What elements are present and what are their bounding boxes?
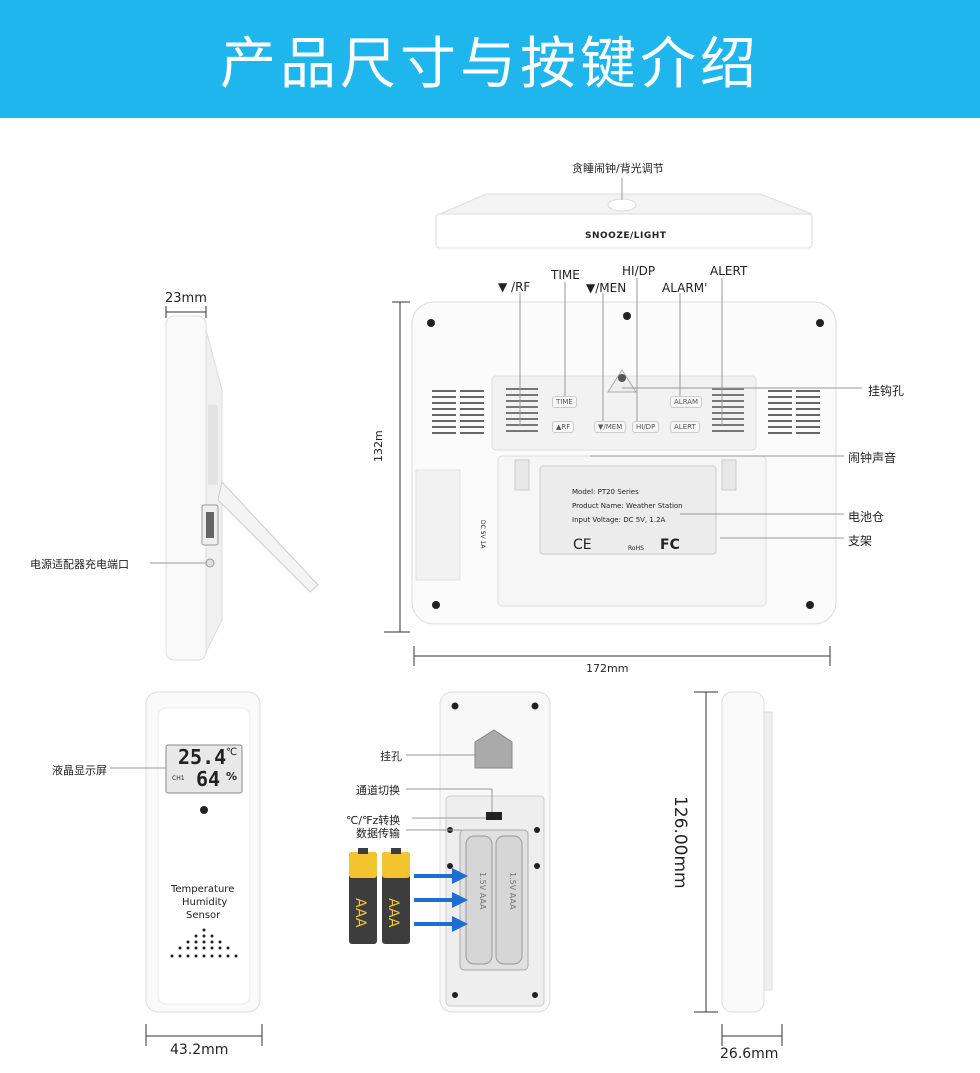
alert-label: ALERT (710, 264, 748, 278)
sensor-depth-dim: 26.6mm (720, 1046, 779, 1062)
stand-callout: 支架 (848, 534, 873, 548)
label-input: Input Voltage: DC 5V, 1.2A (572, 516, 666, 524)
hook-callout: 挂钩孔 (868, 384, 905, 398)
sensor-text-2: Humidity (182, 897, 228, 908)
channel-switch-callout: 通道切换 (356, 784, 400, 797)
sensor-height-dim: 126.00mm (670, 796, 690, 889)
charge-port-callout: 电源适配器充电端口 (30, 558, 129, 571)
snooze-callout: 贪睡闹钟/背光调节 (572, 162, 664, 175)
battery-1 (349, 848, 377, 944)
hang-hole-callout: 挂孔 (380, 750, 402, 763)
rf-label: ▼ /RF (498, 280, 531, 294)
insert-arrows (414, 868, 468, 932)
sensor-temp: 25.4 (178, 745, 227, 769)
sensor-led (200, 806, 208, 814)
top-view-front (435, 213, 813, 249)
battery-callout: 电池仓 (848, 510, 885, 524)
side-width-dim: 23mm (165, 291, 207, 306)
snooze-button-label[interactable]: SNOOZE/LIGHT (585, 231, 667, 241)
dc-port-area (415, 469, 461, 581)
time-button[interactable]: TIME (552, 396, 577, 408)
sensor-lcd (165, 744, 243, 794)
sensor-temp-unit: ℃ (226, 747, 238, 758)
rf-button[interactable]: ▲RF (552, 421, 575, 433)
alarm-button[interactable]: ALRAM (670, 396, 703, 408)
fc-mark: FC (660, 537, 680, 553)
sensor-text-3: Sensor (186, 910, 221, 921)
sensor-text-1: Temperature (171, 884, 235, 895)
unit-switch-callout: ℃/℉z转换 (346, 814, 401, 827)
sensor-channel: CH1 (172, 775, 185, 782)
men-label: ▼/MEN (586, 281, 627, 295)
sensor-grille (170, 928, 238, 958)
side-stand (217, 480, 319, 593)
banner-title: 产品尺寸与按键介绍 (220, 31, 760, 97)
sensor-humidity: 64 (196, 767, 221, 791)
title-banner: 产品尺寸与按键介绍 (0, 0, 980, 118)
hidp-label: HI/DP (622, 264, 656, 278)
battery-2 (382, 848, 410, 944)
sensor-width-dim: 43.2mm (170, 1042, 229, 1058)
time-label: TIME (551, 268, 580, 282)
back-width-dim: 172mm (586, 662, 629, 675)
men-button[interactable]: ▼/MEM (594, 421, 627, 433)
label-plate (539, 465, 717, 555)
data-tx-callout: 数据传输 (356, 827, 400, 840)
side-vent (208, 405, 218, 485)
sensor-side-body (721, 691, 765, 1013)
alert-button[interactable]: ALERT (670, 421, 700, 433)
alarm-label: ALARM' (662, 281, 708, 295)
label-product: Product Name: Weather Station (572, 502, 683, 510)
lcd-callout: 液晶显示屏 (52, 764, 107, 777)
sensor-humidity-unit: % (226, 770, 238, 783)
sensor-hang-hole (474, 729, 513, 769)
hidp-button[interactable]: HI/DP (632, 421, 660, 433)
vent-left (432, 390, 484, 434)
label-model: Model: PT20 Series (572, 488, 639, 496)
vent-right (768, 390, 820, 434)
alarm-sound-callout: 闹钟声音 (848, 451, 897, 465)
rohs-mark: RoHS (628, 545, 644, 552)
ce-mark: CE (573, 537, 592, 553)
